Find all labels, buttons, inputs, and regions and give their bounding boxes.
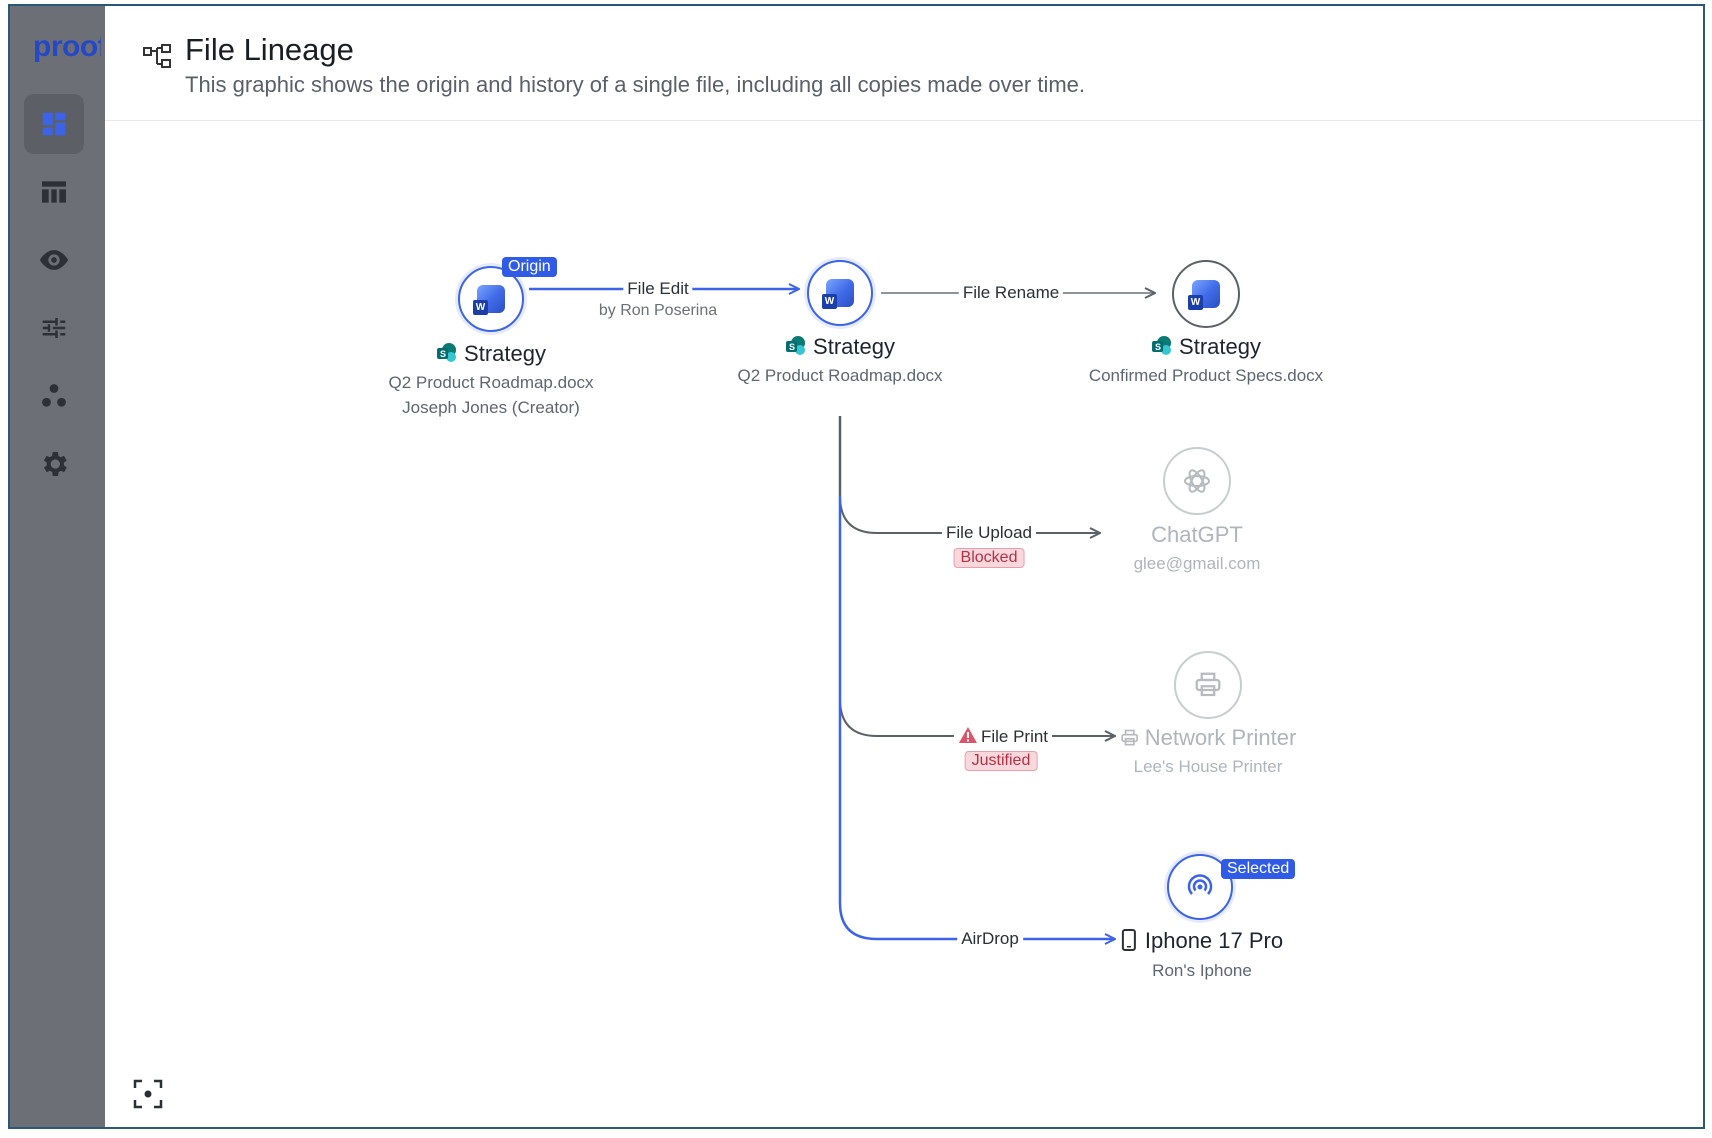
airdrop-icon [1187,874,1213,895]
sidebar-item-table[interactable] [24,162,84,222]
renamed-node-file: Confirmed Product Specs.docx [1088,366,1324,385]
printer-node-name: Network Printer [1120,725,1297,751]
sliders-icon [42,318,66,338]
edge-file-edit-by: by Ron Poserina [598,302,718,319]
edited-node-name-text: Strategy [813,334,895,359]
sidebar-item-dashboard[interactable] [24,94,84,154]
sharepoint-icon: S [786,336,806,355]
edge-file-upload-label: File Upload [942,523,1036,543]
iphone-node-name-text: Iphone 17 Pro [1144,928,1284,953]
gear-icon [43,452,67,476]
sidebar-item-monitoring[interactable] [24,230,84,290]
svg-text:S: S [1155,342,1161,352]
edge-file-edit-label: File Edit [623,279,693,299]
printer-node-name-text: Network Printer [1144,725,1297,750]
printer-icon [1195,672,1221,697]
sharepoint-icon: S [437,343,457,362]
page-subtitle: This graphic shows the origin and histor… [185,72,1086,97]
blocked-badge: Blocked [953,548,1025,568]
eye-icon [39,250,69,270]
origin-badge: Origin [502,257,557,277]
phone-icon [1121,929,1136,951]
justified-badge: Justified [964,751,1038,771]
chatgpt-node-name: ChatGPT [1151,522,1243,547]
origin-node-creator: Joseph Jones (Creator) [402,398,580,417]
printer-node-detail: Lee's House Printer [1133,757,1283,776]
edge-file-print-text: File Print [980,727,1049,746]
app-window: proof File Lineage [8,4,1705,1129]
page-title: File Lineage [185,32,354,67]
word-doc-icon: W [822,279,854,309]
edge-airdrop-label: AirDrop [957,929,1023,949]
sharepoint-icon: S [1152,336,1172,355]
table-icon [42,181,66,203]
origin-node-file: Q2 Product Roadmap.docx [388,373,594,392]
origin-node[interactable]: W [458,266,524,332]
svg-text:S: S [789,342,795,352]
cluster-icon [42,384,66,407]
sidebar-item-settings[interactable] [24,434,84,494]
lineage-canvas[interactable]: W Origin S Strategy Q2 Product Roadmap.do… [105,121,1703,1127]
warning-icon [958,727,977,743]
chatgpt-icon [1184,469,1210,493]
edge-file-print-label: File Print [953,726,1053,747]
svg-text:S: S [440,349,446,359]
origin-node-name: S Strategy [436,341,546,367]
dashboard-icon [42,112,66,136]
main-content: File Lineage This graphic shows the orig… [105,6,1703,1127]
page-header: File Lineage This graphic shows the orig… [105,6,1703,121]
chatgpt-node-account: glee@gmail.com [1133,554,1261,573]
app-logo[interactable]: proof [33,30,101,63]
printer-small-icon [1121,729,1139,746]
origin-node-name-text: Strategy [464,341,546,366]
printer-node[interactable] [1174,651,1242,719]
sidebar-item-groups[interactable] [24,366,84,426]
lineage-edges [529,121,1705,1129]
word-doc-icon: W [473,285,505,315]
iphone-node-name: Iphone 17 Pro [1121,928,1283,954]
renamed-node[interactable]: W [1172,260,1240,328]
sidebar-item-policies[interactable] [24,298,84,358]
selected-badge: Selected [1221,859,1296,879]
recenter-icon[interactable] [133,1079,163,1109]
chatgpt-node[interactable] [1163,447,1231,515]
edited-node-file: Q2 Product Roadmap.docx [737,366,943,385]
edited-node[interactable]: W [807,260,873,326]
sidebar: proof [10,6,105,1127]
edited-node-name: S Strategy [785,334,895,360]
renamed-node-name: S Strategy [1151,334,1261,360]
renamed-node-name-text: Strategy [1179,334,1261,359]
edge-airdrop [838,496,1115,939]
iphone-node-detail: Ron's Iphone [1152,961,1252,980]
lineage-icon [143,44,171,68]
word-doc-icon: W [1188,280,1220,310]
edge-file-rename-label: File Rename [958,283,1064,303]
